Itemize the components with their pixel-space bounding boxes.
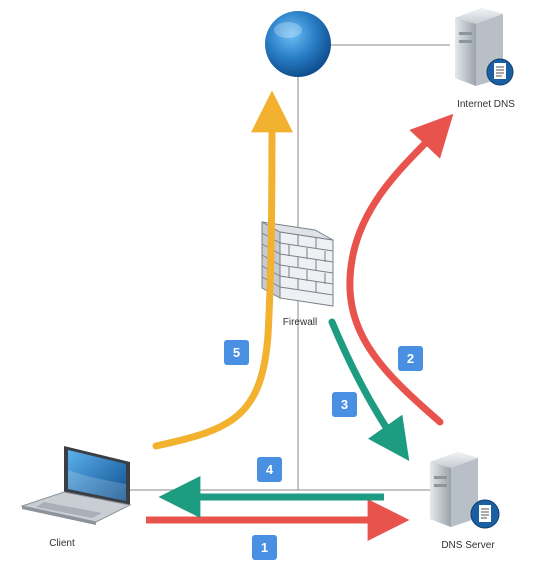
step-5-arrow [152,90,293,450]
internet-globe-icon [265,11,331,77]
client-label: Client [49,538,75,549]
step-badge-3-number: 3 [341,397,348,412]
step-badge-1-number: 1 [261,540,268,555]
client-laptop-icon [20,446,132,525]
step-3-arrow [328,318,410,462]
step-badge-2-number: 2 [407,351,414,366]
step-badge-5: 5 [224,340,249,365]
step-badge-5-number: 5 [233,345,240,360]
step-badge-1: 1 [252,535,277,560]
step-badge-4-number: 4 [266,462,274,477]
step-badge-2: 2 [398,346,423,371]
internet-dns-label: Internet DNS [457,99,515,110]
step-badge-3: 3 [332,392,357,417]
dns-server-icon [430,452,500,529]
firewall-label: Firewall [283,317,317,328]
flow-arrows [146,90,454,541]
internet-dns-server-icon [455,8,514,86]
step-badge-4: 4 [257,457,282,482]
dns-server-label: DNS Server [441,540,495,551]
step-2-arrow [346,113,454,426]
